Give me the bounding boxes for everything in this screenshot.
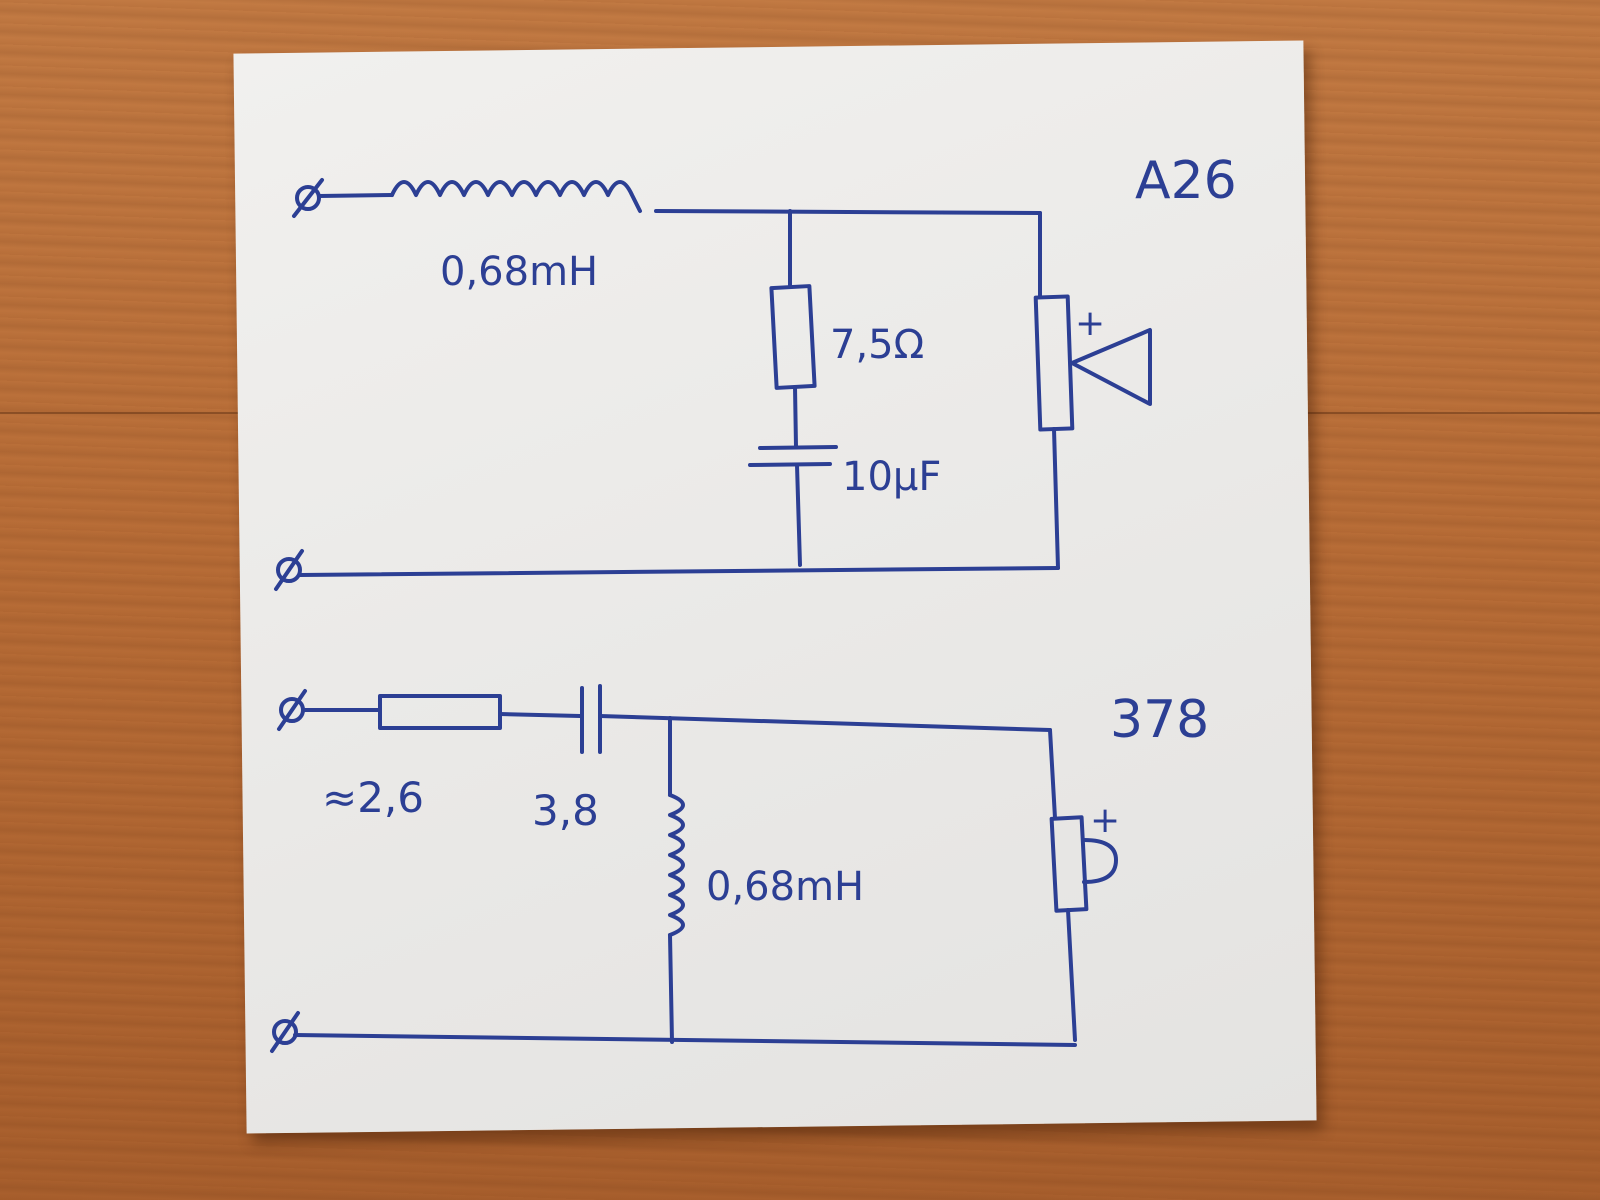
wire-bottom-rail: [298, 566, 1060, 577]
wire-top-rail: [654, 209, 1042, 215]
terminal-bottom-left-icon: [274, 549, 304, 591]
wire: [795, 463, 802, 567]
capacitor-icon: [580, 684, 602, 754]
wire-bottom-rail: [293, 1033, 1077, 1047]
wire: [317, 193, 394, 198]
circuit-378-title: 378: [1110, 690, 1209, 750]
circuit-a26-title: A26: [1135, 151, 1237, 211]
wire: [668, 933, 674, 1044]
capacitor-label: 3,8: [532, 786, 599, 835]
circuit-a26: A26 0,68mH 7,5Ω 10μF +: [274, 151, 1237, 591]
wire: [793, 385, 798, 449]
speaker-polarity: +: [1090, 800, 1120, 841]
inductor-coil-icon: [668, 793, 685, 937]
resistor-icon: [769, 284, 817, 390]
speaker-coil-icon: [1049, 815, 1089, 913]
resistor-label: 7,5Ω: [830, 322, 924, 368]
inductor-label: 0,68mH: [706, 864, 864, 910]
terminal-bottom-left-icon: [270, 1011, 300, 1053]
inductor-label: 0,68mH: [440, 249, 598, 295]
resistor-label: ≈2,6: [322, 773, 424, 822]
speaker-polarity: +: [1075, 303, 1105, 344]
speaker-coil-icon: [1033, 294, 1075, 432]
wire: [1048, 728, 1057, 820]
inductor-coil-icon: [390, 180, 642, 213]
wire: [498, 712, 582, 718]
wire: [1066, 908, 1077, 1042]
terminal-top-left-icon: [292, 178, 324, 218]
wire-top-rail: [598, 714, 1052, 732]
resistor-icon: [378, 694, 502, 730]
capacitor-icon: [748, 445, 838, 467]
capacitor-label: 10μF: [842, 454, 941, 500]
speaker-cone-icon: [1082, 838, 1118, 884]
speaker-cone-icon: [1070, 328, 1152, 406]
wire: [1052, 427, 1060, 570]
circuit-378: 378 ≈2,6 3,8 0,68mH +: [270, 684, 1209, 1053]
